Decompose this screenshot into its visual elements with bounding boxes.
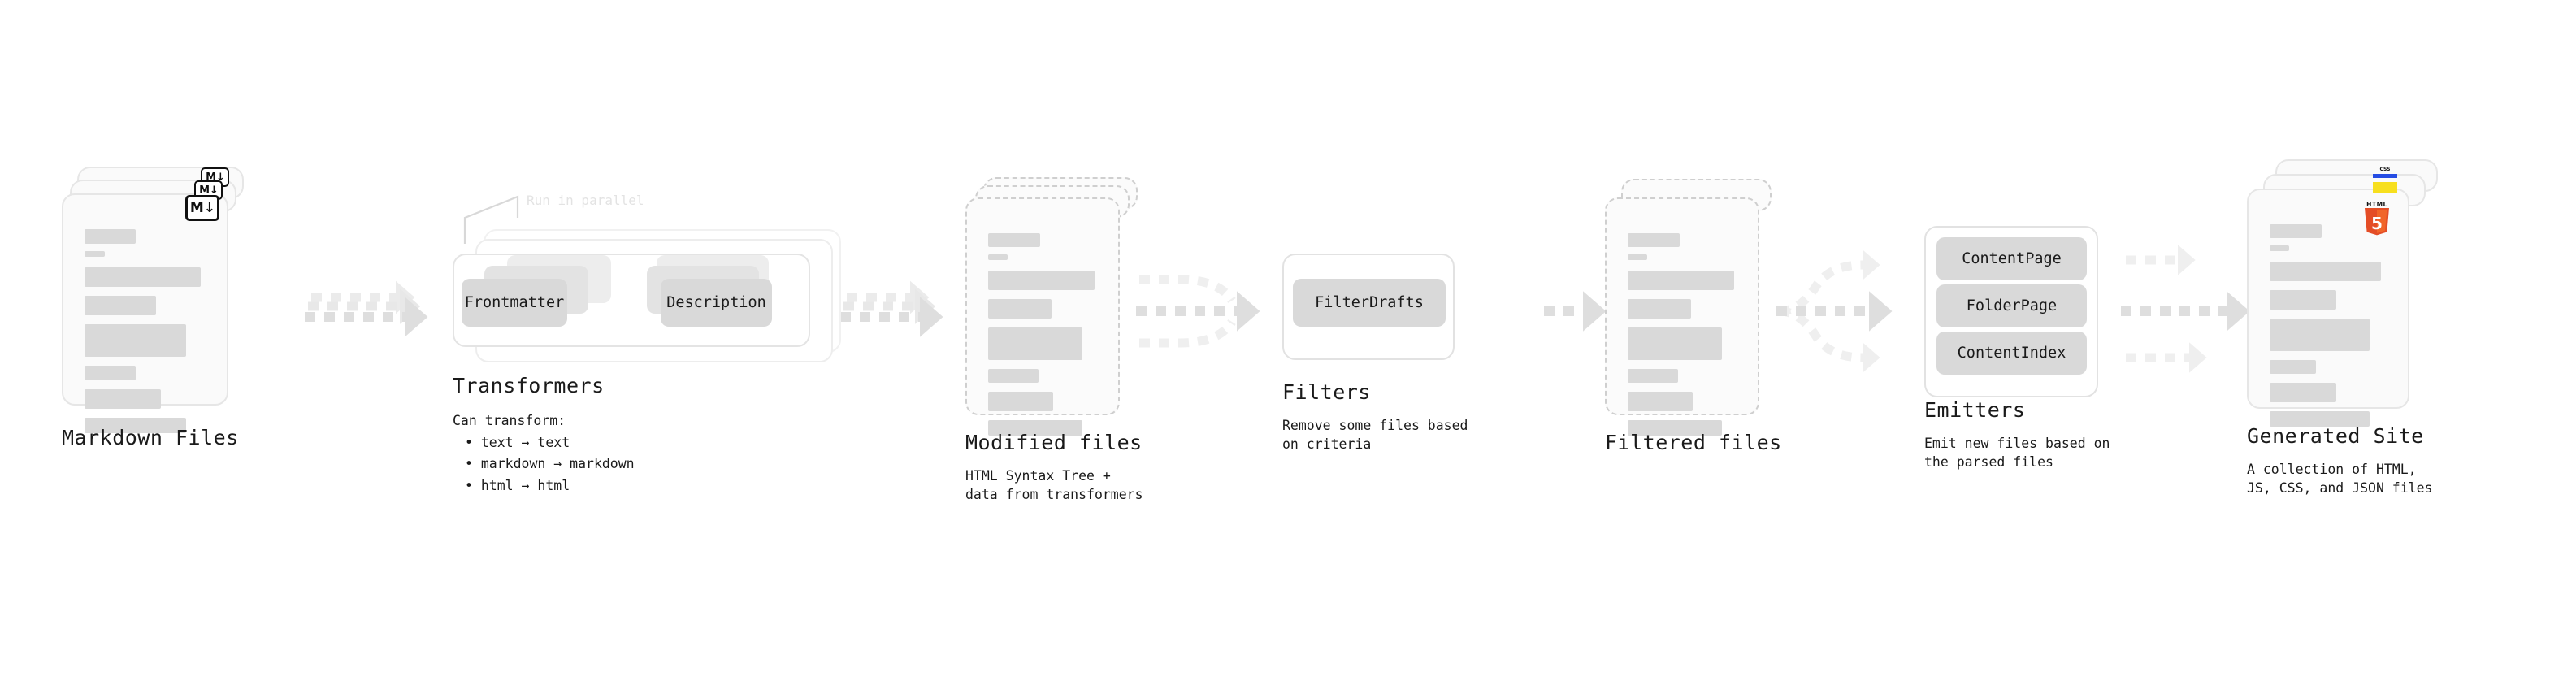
emitters-chip-folderpage-label: FolderPage <box>1966 297 2058 314</box>
markdown-file-lines <box>85 229 207 440</box>
markdown-icon: M↓ <box>185 195 219 221</box>
transformer-chip-description-label: Description <box>666 294 766 311</box>
stage-title-filtered-files: Filtered files <box>1605 431 1782 454</box>
filters-chip-filterdrafts-label: FilterDrafts <box>1315 294 1424 311</box>
stage-title-transformers: Transformers <box>453 374 605 397</box>
connector-modified-to-filters <box>1136 275 1260 348</box>
js-icon <box>2373 182 2397 193</box>
stage-title-filters: Filters <box>1282 380 1371 404</box>
filtered-file-card-front <box>1605 197 1759 436</box>
connector-filtered-to-emitters <box>1776 249 1893 373</box>
generated-site-card-front <box>2247 189 2409 427</box>
transformers-bullet-2: • markdown → markdown <box>465 456 635 471</box>
stage-title-modified-files: Modified files <box>965 431 1143 454</box>
connector-filters-to-filtered <box>1544 291 1607 332</box>
run-in-parallel-annotation: Run in parallel <box>527 193 644 208</box>
css-icon: CSS <box>2373 167 2397 178</box>
markdown-icon-letter-back: M <box>206 171 216 184</box>
connector-markdown-to-transformers <box>305 280 428 337</box>
emitters-chip-contentpage-label: ContentPage <box>1962 250 2062 267</box>
transformers-bullet-1: • text → text <box>465 435 570 450</box>
html5-icon-word: HTML <box>2366 201 2387 208</box>
filters-subtitle: Remove some files based on criteria <box>1282 418 1468 453</box>
transformer-chip-frontmatter-label: Frontmatter <box>464 294 565 311</box>
markdown-icon-letter-mid: M <box>199 184 210 197</box>
markdown-icon-arrow: ↓ <box>203 199 215 216</box>
generated-site-subtitle: A collection of HTML, JS, CSS, and JSON … <box>2247 462 2433 497</box>
emitters-chip-contentindex[interactable]: ContentIndex <box>1936 332 2087 375</box>
emitters-chip-contentpage[interactable]: ContentPage <box>1936 237 2087 280</box>
generated-site-lines <box>2270 224 2388 434</box>
markdown-file-card-front <box>62 193 228 433</box>
emitters-chip-folderpage[interactable]: FolderPage <box>1936 284 2087 327</box>
connector-emitters-to-site <box>2121 245 2250 373</box>
modified-files-subtitle: HTML Syntax Tree + data from transformer… <box>965 468 1143 503</box>
transformers-bullet-3: • html → html <box>465 478 570 493</box>
filtered-file-lines <box>1628 233 1738 443</box>
emitters-subtitle: Emit new files based on the parsed files <box>1924 436 2110 471</box>
transformers-subtitle: Can transform: <box>453 413 566 428</box>
filters-chip-filterdrafts[interactable]: FilterDrafts <box>1293 279 1446 327</box>
stage-title-generated-site: Generated Site <box>2247 424 2424 448</box>
modified-file-card-front <box>965 197 1120 436</box>
generated-site-stack: CSS HTML 5 <box>0 0 2438 427</box>
modified-file-lines <box>988 233 1099 443</box>
markdown-icon-arrow-mid: ↓ <box>210 184 219 197</box>
markdown-icon-letter: M <box>189 199 204 216</box>
svg-text:5: 5 <box>2371 214 2383 233</box>
emitters-chip-contentindex-label: ContentIndex <box>1957 345 2066 362</box>
transformer-chip-frontmatter[interactable]: Frontmatter <box>462 279 567 327</box>
transformer-chip-description[interactable]: Description <box>661 279 772 327</box>
css-icon-label: CSS <box>2379 167 2391 172</box>
stage-title-markdown-files: Markdown Files <box>62 426 239 449</box>
stage-title-emitters: Emitters <box>1924 398 2026 422</box>
html5-icon: HTML 5 <box>2363 201 2391 236</box>
markdown-icon-arrow-back: ↓ <box>216 171 225 184</box>
